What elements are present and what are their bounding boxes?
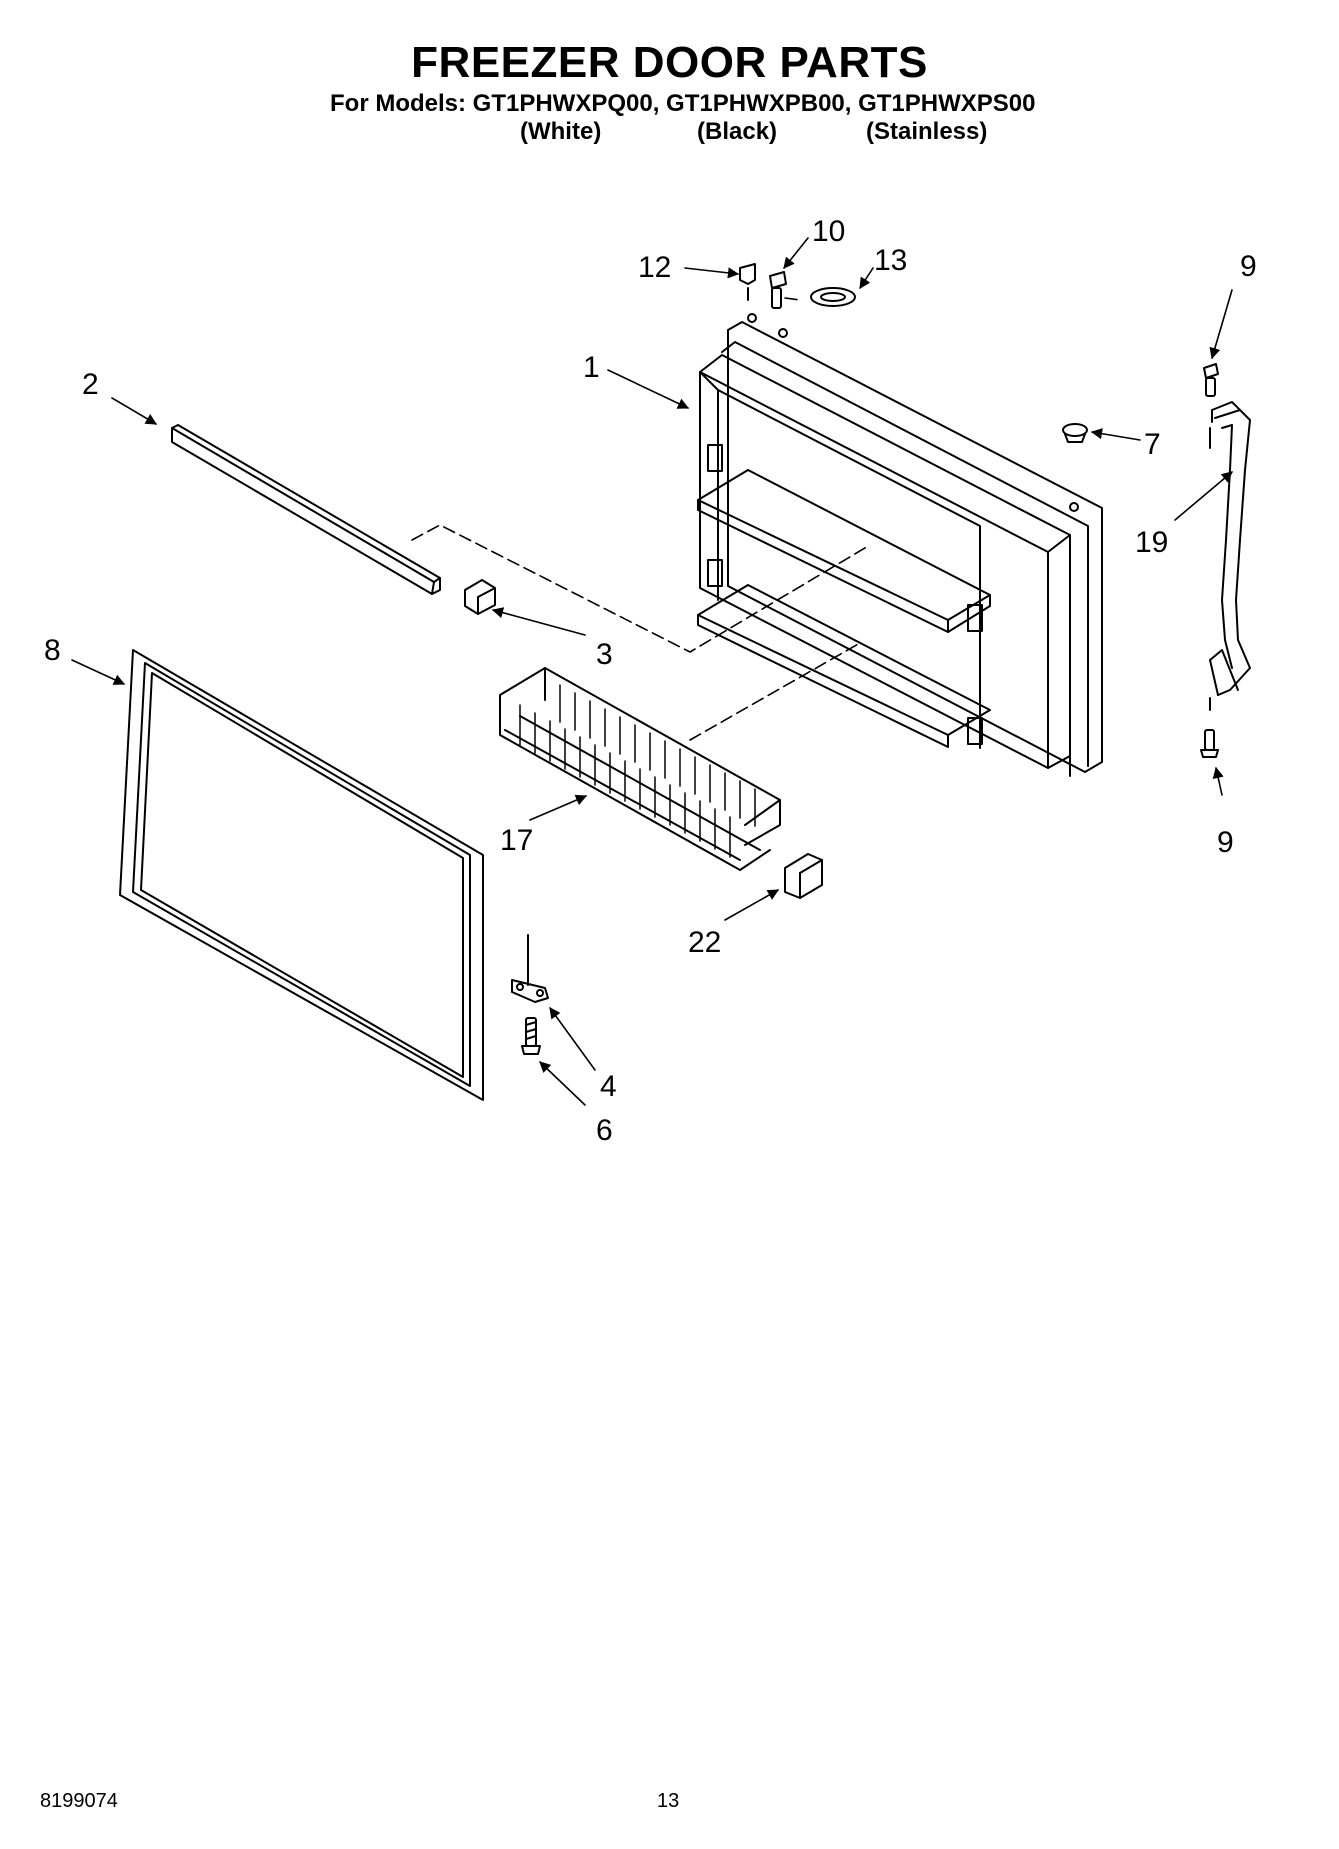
callout-9-top: 9 (1240, 250, 1257, 283)
part-door-handle (1209, 401, 1251, 696)
part-screw-lower (521, 1017, 541, 1055)
part-screw-handle-bottom (1200, 697, 1219, 758)
callout-13: 13 (874, 244, 907, 277)
part-washer (810, 287, 856, 307)
page-title: FREEZER DOOR PARTS (411, 38, 928, 87)
callout-1: 1 (583, 351, 600, 384)
part-door-gasket (119, 649, 484, 1101)
part-plug (739, 263, 756, 301)
callout-3: 3 (596, 638, 613, 671)
part-door-liner (697, 313, 1103, 777)
part-trim-strip (171, 424, 441, 595)
callout-12: 12 (638, 251, 671, 284)
callout-22: 22 (688, 926, 721, 959)
part-wire-basket (499, 667, 781, 871)
callout-arrows (71, 237, 1233, 1106)
callout-9-bottom: 9 (1217, 826, 1234, 859)
alignment-lines (411, 297, 871, 741)
part-button-plug (1062, 423, 1088, 443)
callout-6: 6 (596, 1114, 613, 1147)
part-hinge-bracket (511, 934, 549, 1003)
models-line: For Models: GT1PHWXPQ00, GT1PHWXPB00, GT… (330, 90, 1036, 117)
part-end-cap (784, 853, 823, 899)
variant-white: (White) (520, 118, 602, 145)
doc-number: 8199074 (40, 1790, 118, 1812)
page-number: 13 (657, 1790, 680, 1812)
callout-7: 7 (1144, 428, 1161, 461)
callout-8: 8 (44, 634, 61, 667)
variant-black: (Black) (697, 118, 778, 145)
callout-19: 19 (1135, 526, 1168, 559)
callout-2: 2 (82, 368, 99, 401)
part-screw-handle-top (1203, 363, 1219, 449)
variant-stainless: (Stainless) (866, 118, 988, 145)
callout-10: 10 (812, 215, 845, 248)
part-screw-top (769, 271, 787, 309)
part-clip (464, 579, 496, 615)
callout-4: 4 (600, 1070, 617, 1103)
callout-17: 17 (500, 824, 533, 857)
